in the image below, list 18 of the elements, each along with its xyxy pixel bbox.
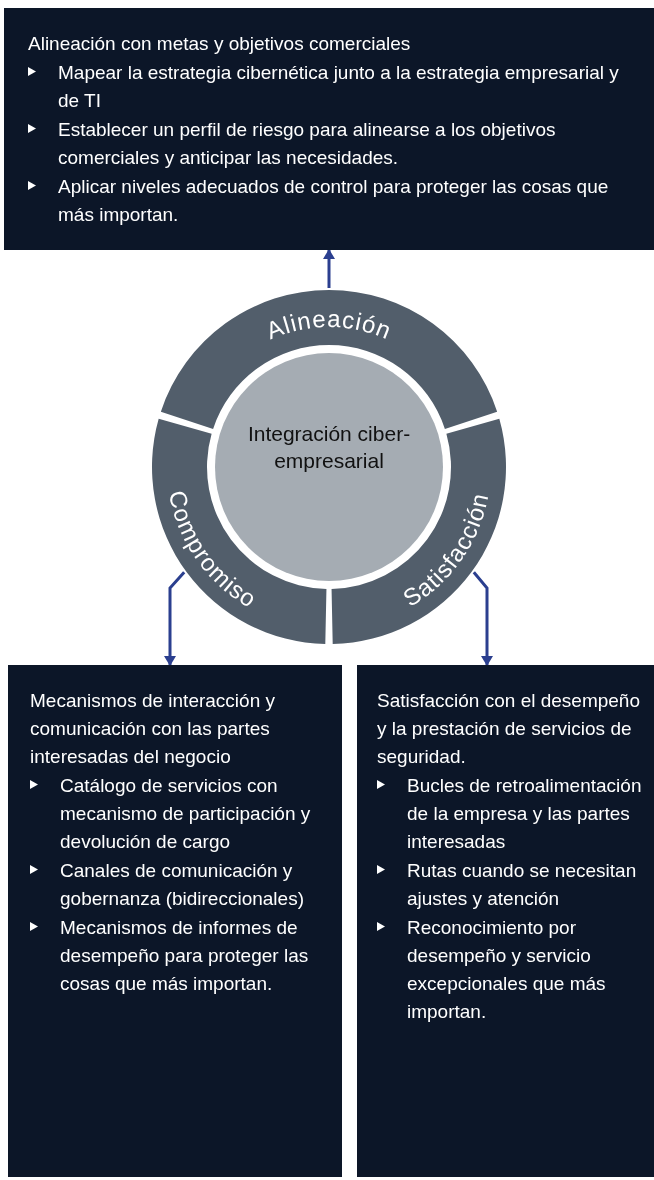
center-label: Integración ciber-empresarial	[246, 421, 412, 474]
text-panel	[357, 665, 654, 1177]
text-panel	[8, 665, 342, 1177]
arrow	[323, 249, 335, 288]
bullet-text: Aplicar niveles adecuados de control para proteger las cosas que más importan.	[58, 175, 610, 227]
panel-heading: Satisfacción con el desempeño y la prestación de servicios de seguridad.	[377, 689, 641, 769]
bullet-text: Reconocimiento por desempeño y servicio excepcionales que más importan.	[407, 916, 607, 1024]
segment-label: Alineación	[262, 304, 396, 345]
bullet-text: Mapear la estrategia cibernética junto a la estrategia empresarial y de TI	[58, 61, 620, 113]
bullet-text: Rutas cuando se necesitan ajustes y atención	[407, 859, 638, 911]
bullet-text: Bucles de retroalimentación de la empresa y las partes interesadas	[407, 774, 643, 854]
panel-heading: Mecanismos de interacción y comunicación con las partes interesadas del negocio	[30, 689, 276, 769]
bullet-text: Catálogo de servicios con mecanismo de participación y devolución de cargo	[60, 774, 312, 854]
bullet-text: Canales de comunicación y gobernanza (bidireccionales)	[60, 859, 305, 911]
bullet-text: Establecer un perfil de riesgo para alinearse a los objetivos comerciales y anticipar las necesidades.	[58, 118, 557, 170]
panel-heading: Alineación con metas y objetivos comerciales	[28, 32, 412, 56]
bullet-text: Mecanismos de informes de desempeño para proteger las cosas que más importan.	[60, 916, 310, 996]
text-panel	[4, 8, 654, 250]
